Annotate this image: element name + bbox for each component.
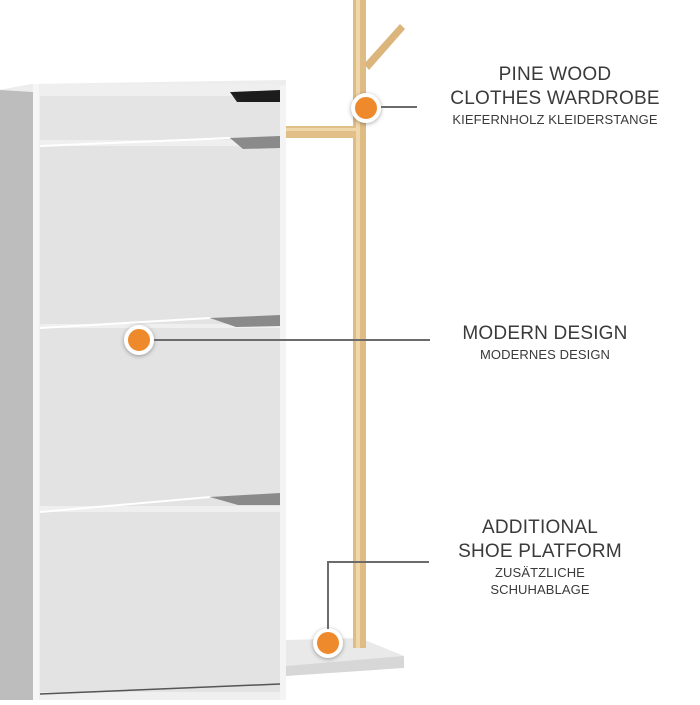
callout-title: ADDITIONAL [481, 517, 599, 538]
callout-marker-modern-design[interactable] [124, 325, 154, 355]
callout-subtitle: SCHUHABLAGE [490, 582, 590, 597]
leader-line-shoe-platform-horizontal [327, 561, 429, 563]
leader-line-modern-design [154, 339, 430, 341]
callout-subtitle: MODERNES DESIGN [479, 347, 611, 362]
callout-title: PINE WOOD [498, 64, 612, 85]
callout-title: CLOTHES WARDROBE [450, 88, 660, 109]
leader-line-pine-wood [381, 106, 417, 108]
callout-marker-pine-wood[interactable] [351, 93, 381, 123]
callout-pine-wood: PINE WOOD CLOTHES WARDROBE KIEFERNHOLZ K… [430, 63, 680, 128]
callout-modern-design: MODERN DESIGN MODERNES DESIGN [430, 322, 660, 363]
callout-marker-shoe-platform[interactable] [313, 628, 343, 658]
callout-title: SHOE PLATFORM [458, 541, 622, 562]
callout-subtitle: ZUSÄTZLICHE [495, 565, 585, 580]
callout-title: MODERN DESIGN [462, 323, 628, 344]
leader-line-shoe-platform-vertical [327, 561, 329, 629]
callout-shoe-platform: ADDITIONAL SHOE PLATFORM ZUSÄTZLICHE SCH… [440, 516, 640, 598]
callout-subtitle: KIEFERNHOLZ KLEIDERSTANGE [452, 112, 658, 127]
